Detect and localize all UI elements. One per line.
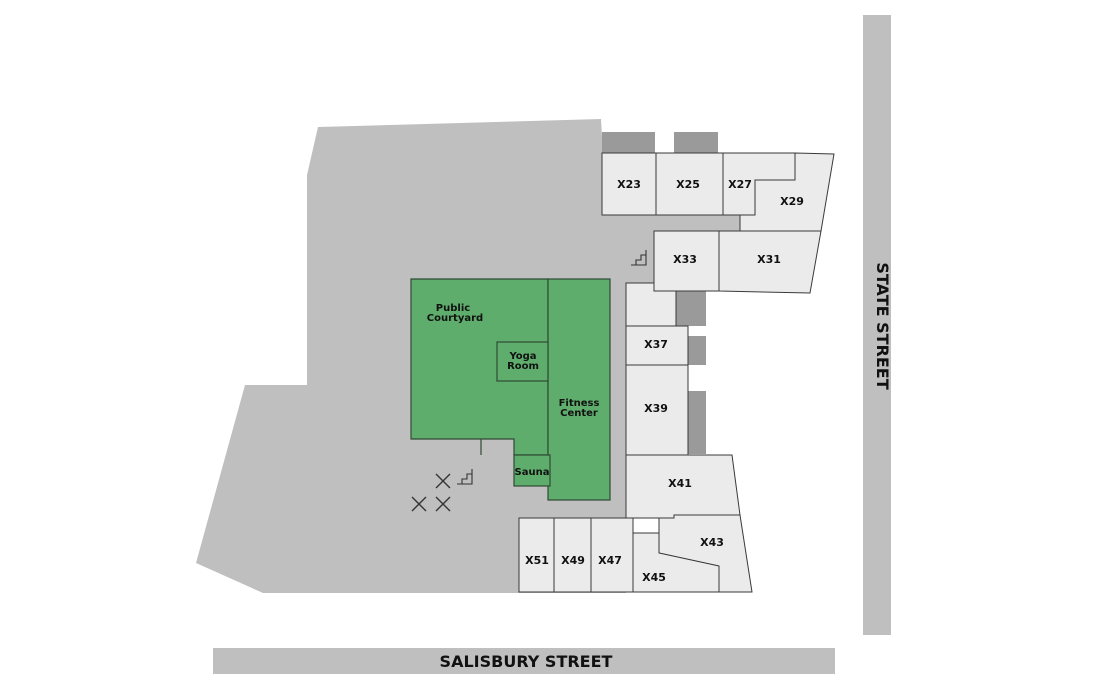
unit-x33-label: X33 (673, 253, 697, 266)
service-block-2 (674, 132, 718, 153)
stairs-icon (457, 469, 473, 485)
unit-x39-label: X39 (644, 402, 668, 415)
unit-x51[interactable] (518, 517, 555, 593)
fitness-label-2: Center (560, 408, 598, 419)
unit-x37[interactable] (625, 325, 689, 366)
state-street-label: STATE STREET (873, 262, 892, 389)
unit-x31-label: X31 (757, 253, 781, 266)
salisbury-street-label: SALISBURY STREET (440, 652, 613, 671)
yoga-label-1: Yoga (508, 351, 536, 362)
yoga-room (496, 341, 549, 382)
courtyard-label-2: Courtyard (427, 313, 483, 324)
unit-x41-label: X41 (668, 477, 692, 490)
x-mark-icon (435, 473, 451, 489)
x-markers (411, 473, 451, 512)
fitness-center (547, 278, 611, 501)
service-block-4 (688, 336, 706, 365)
unit-x23-label: X23 (617, 178, 641, 191)
unit-x31[interactable] (718, 230, 822, 294)
unit-x51-label: X51 (525, 554, 549, 567)
sauna-label: Sauna (515, 467, 550, 478)
state-street-strip (863, 15, 891, 635)
unit-x27-label: X27 (728, 178, 752, 191)
unit-x23[interactable] (601, 152, 657, 216)
unit-x25[interactable] (655, 152, 724, 216)
unit-x45-label: X45 (642, 571, 666, 584)
sauna (513, 454, 551, 487)
unit-x37-label: X37 (644, 338, 668, 351)
unit-x47-label: X47 (598, 554, 622, 567)
unit-x29[interactable] (739, 152, 835, 232)
service-block-3 (676, 291, 706, 326)
salisbury-street-strip (213, 648, 835, 674)
unit-x43-label: X43 (700, 536, 724, 549)
unit-x33[interactable] (653, 230, 720, 292)
stairs-icon (631, 250, 647, 266)
unit-x49[interactable] (553, 517, 592, 593)
unit-x25-label: X25 (676, 178, 700, 191)
fitness-label-1: Fitness (559, 398, 600, 409)
unit-x29-label: X29 (780, 195, 804, 208)
service-block-5 (688, 391, 706, 454)
unit-x39[interactable] (625, 364, 689, 456)
courtyard-label-1: Public (436, 303, 470, 314)
x-mark-icon (435, 496, 451, 512)
service-block-1 (602, 132, 655, 153)
x-mark-icon (411, 496, 427, 512)
unit-x47[interactable] (590, 517, 634, 593)
unit-x49-label: X49 (561, 554, 585, 567)
yoga-label-2: Room (507, 361, 539, 372)
